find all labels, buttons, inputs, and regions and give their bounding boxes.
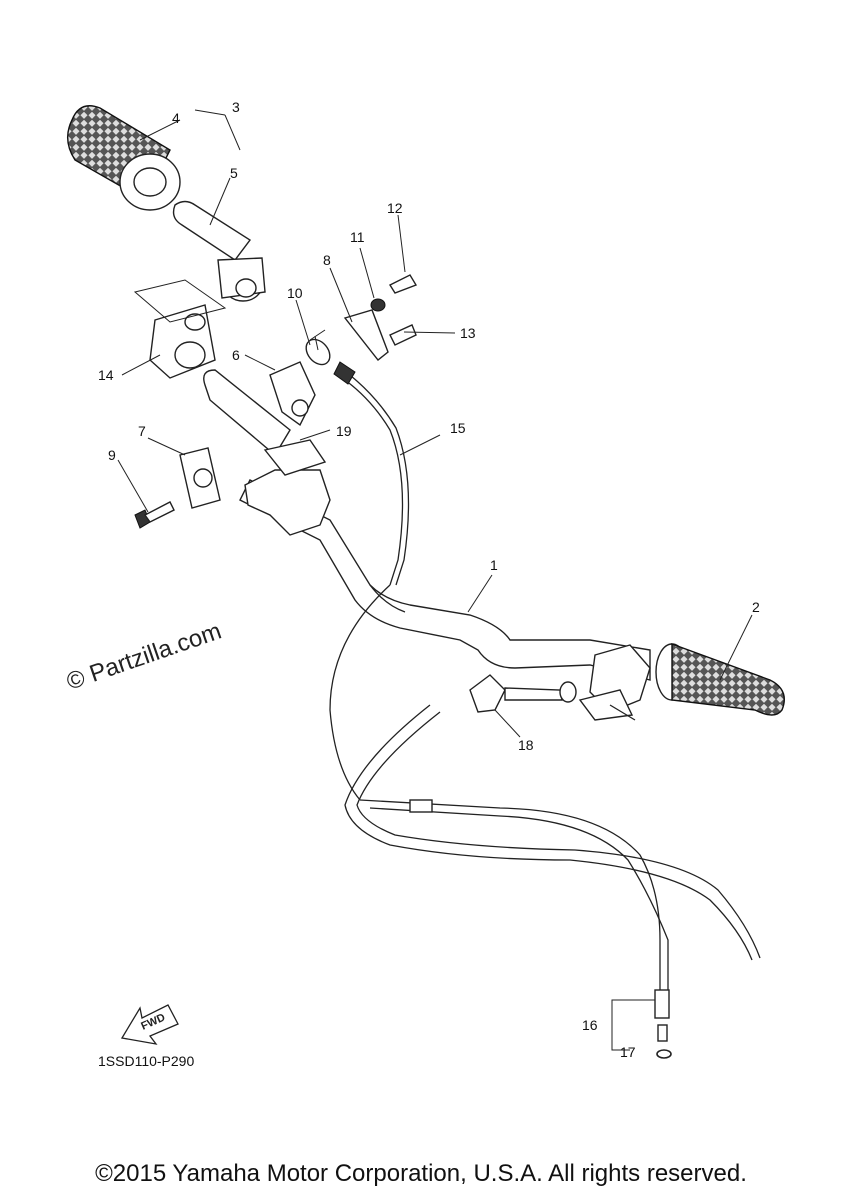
callout-6: 6 xyxy=(232,347,240,363)
callout-14: 14 xyxy=(98,367,114,383)
callout-12: 12 xyxy=(387,200,403,216)
leader-lines xyxy=(117,109,753,1051)
o-ring xyxy=(656,1049,672,1059)
callout-labels: 1 2 3 4 5 6 7 8 9 10 11 12 13 14 15 16 1… xyxy=(98,99,760,1060)
throttle-housing xyxy=(133,279,227,379)
right-perch xyxy=(578,644,651,721)
callout-4: 4 xyxy=(172,110,180,126)
left-perch xyxy=(244,439,331,536)
callout-17: 17 xyxy=(620,1044,636,1060)
cable-adjuster xyxy=(305,274,418,366)
callout-9: 9 xyxy=(108,447,116,463)
clutch-cable xyxy=(344,704,761,1042)
watermark: © Partzilla.com xyxy=(63,617,225,695)
throttle-clamp-upper xyxy=(269,361,316,427)
callout-18: 18 xyxy=(518,737,534,753)
callout-16: 16 xyxy=(582,1017,598,1033)
throttle-cable xyxy=(329,361,410,801)
callout-11: 11 xyxy=(350,229,365,245)
fwd-arrow: FWD xyxy=(120,1004,179,1045)
copyright-notice: ©2015 Yamaha Motor Corporation, U.S.A. A… xyxy=(95,1160,747,1187)
callout-10: 10 xyxy=(287,285,303,301)
bolt xyxy=(134,501,175,529)
clutch-adjuster xyxy=(469,674,577,713)
callout-3: 3 xyxy=(232,99,240,115)
callout-1: 1 xyxy=(490,557,498,573)
callout-15: 15 xyxy=(450,420,466,436)
callout-5: 5 xyxy=(230,165,238,181)
left-grip xyxy=(67,105,181,211)
callout-2: 2 xyxy=(752,599,760,615)
ref-code: 1SSD110-P290 xyxy=(98,1053,194,1069)
throttle-sleeve xyxy=(172,200,266,302)
right-grip xyxy=(655,642,785,716)
callout-8: 8 xyxy=(323,252,331,268)
callout-7: 7 xyxy=(138,423,146,439)
callout-19: 19 xyxy=(336,423,352,439)
throttle-clamp-lower xyxy=(179,447,221,509)
callout-13: 13 xyxy=(460,325,476,341)
